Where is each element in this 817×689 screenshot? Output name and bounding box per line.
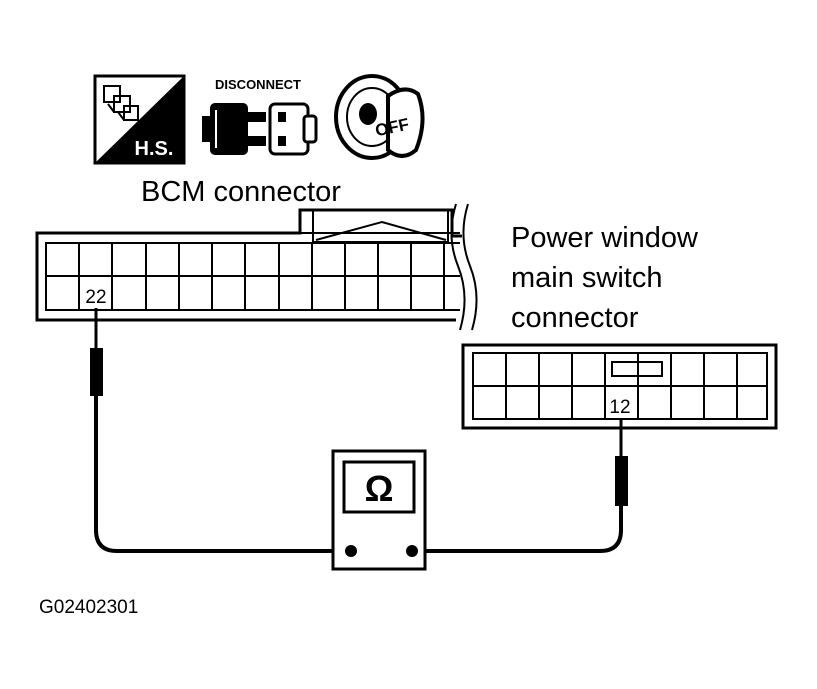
power-window-label-line-1: Power window: [511, 222, 699, 254]
probe-right: [615, 456, 628, 506]
ohmmeter: Ω: [331, 449, 427, 571]
power-window-connector-latch: [611, 361, 663, 377]
bcm-break-mark: [450, 203, 466, 331]
ohm-symbol: Ω: [365, 468, 394, 509]
ignition-key: [386, 87, 425, 158]
figure-code: G02402301: [39, 597, 138, 618]
power-window-label-line-3: connector: [511, 302, 639, 334]
power-window-terminal-12: 12: [609, 397, 630, 418]
ohmmeter-display: [342, 460, 416, 514]
ohmmeter-terminal-right: [406, 545, 418, 557]
disconnect-plug-right: [268, 102, 318, 156]
disconnect-plug-left: [202, 103, 266, 155]
probe-left: [90, 348, 103, 396]
harness-icon-text: H.S.: [135, 138, 174, 160]
bcm-connector: [35, 203, 478, 331]
bcm-break-mark: [462, 203, 478, 331]
disconnect-icon: DISCONNECT: [202, 77, 318, 156]
bcm-connector-label: BCM connector: [141, 176, 341, 208]
harness-connector-sketch: [103, 85, 139, 121]
test-lead-left: [94, 308, 350, 553]
harness-icon: H.S.: [93, 74, 186, 165]
power-window-label-line-2: main switch: [511, 262, 663, 294]
test-lead-right: [412, 418, 623, 553]
ohmmeter-terminal-left: [345, 545, 357, 557]
bcm-terminal-22: 22: [85, 287, 106, 308]
ignition-off-icon: OFF: [334, 74, 425, 160]
disconnect-label: DISCONNECT: [215, 77, 301, 92]
